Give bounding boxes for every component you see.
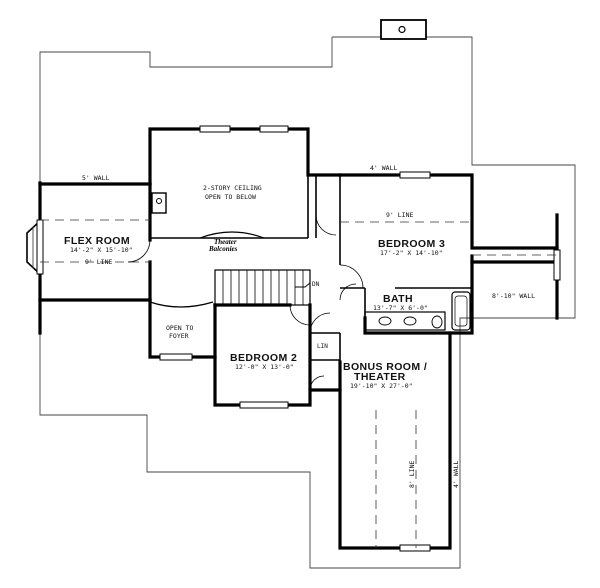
bath-name: BATH xyxy=(383,293,413,305)
staircase xyxy=(214,269,311,306)
theater-note-2: Balconies xyxy=(208,245,238,253)
open-to-note-2: FOYER xyxy=(169,332,189,340)
ceiling-lines xyxy=(40,219,557,548)
door-swings xyxy=(127,214,364,391)
windows xyxy=(36,125,561,552)
flex-room-line-note: 9' LINE xyxy=(85,258,112,266)
theater-note-1: Theater xyxy=(214,238,237,246)
flex-room-dims: 14'-2" X 15'-10" xyxy=(70,246,133,254)
bedroom3-line-note: 9' LINE xyxy=(386,211,413,219)
bonus-room-name-1: BONUS ROOM / xyxy=(343,361,427,373)
bath-dims: 13'-7" X 6'-0" xyxy=(373,304,428,312)
bonus-line-note: 8' LINE xyxy=(408,461,416,488)
wall-note-8-10: 8'-10" WALL xyxy=(492,292,535,300)
bonus-room-dims: 19'-10" X 27'-0" xyxy=(350,382,413,390)
bedroom2-dims: 12'-0" X 13'-0" xyxy=(235,363,294,371)
wall-note-4-top: 4' WALL xyxy=(370,164,397,172)
flex-room-name: FLEX ROOM xyxy=(64,235,130,247)
stair-dn-note: DN xyxy=(312,281,320,288)
roof-outline xyxy=(39,36,576,569)
wall-note-5: 5' WALL xyxy=(82,174,109,182)
linen-note: LIN xyxy=(317,343,328,350)
bedroom3-dims: 17'-2" X 14'-10" xyxy=(380,249,443,257)
two-story-note-1: 2-STORY CEILING xyxy=(203,184,262,192)
balcony-railings xyxy=(149,231,265,308)
interior-walls xyxy=(150,175,472,362)
two-story-note-2: OPEN TO BELOW xyxy=(205,193,256,201)
flue-icon xyxy=(151,192,167,214)
open-to-note-1: OPEN TO xyxy=(166,324,193,332)
bath-fixtures xyxy=(364,291,471,331)
wall-note-4-side: 4' WALL xyxy=(452,461,460,488)
bedroom3-name: BEDROOM 3 xyxy=(378,238,445,250)
exterior-walls xyxy=(38,127,559,550)
bonus-room-name-2: THEATER xyxy=(354,371,406,383)
bedroom2-name: BEDROOM 2 xyxy=(230,352,297,364)
chimney-icon xyxy=(380,19,427,40)
bay-window xyxy=(26,220,41,275)
